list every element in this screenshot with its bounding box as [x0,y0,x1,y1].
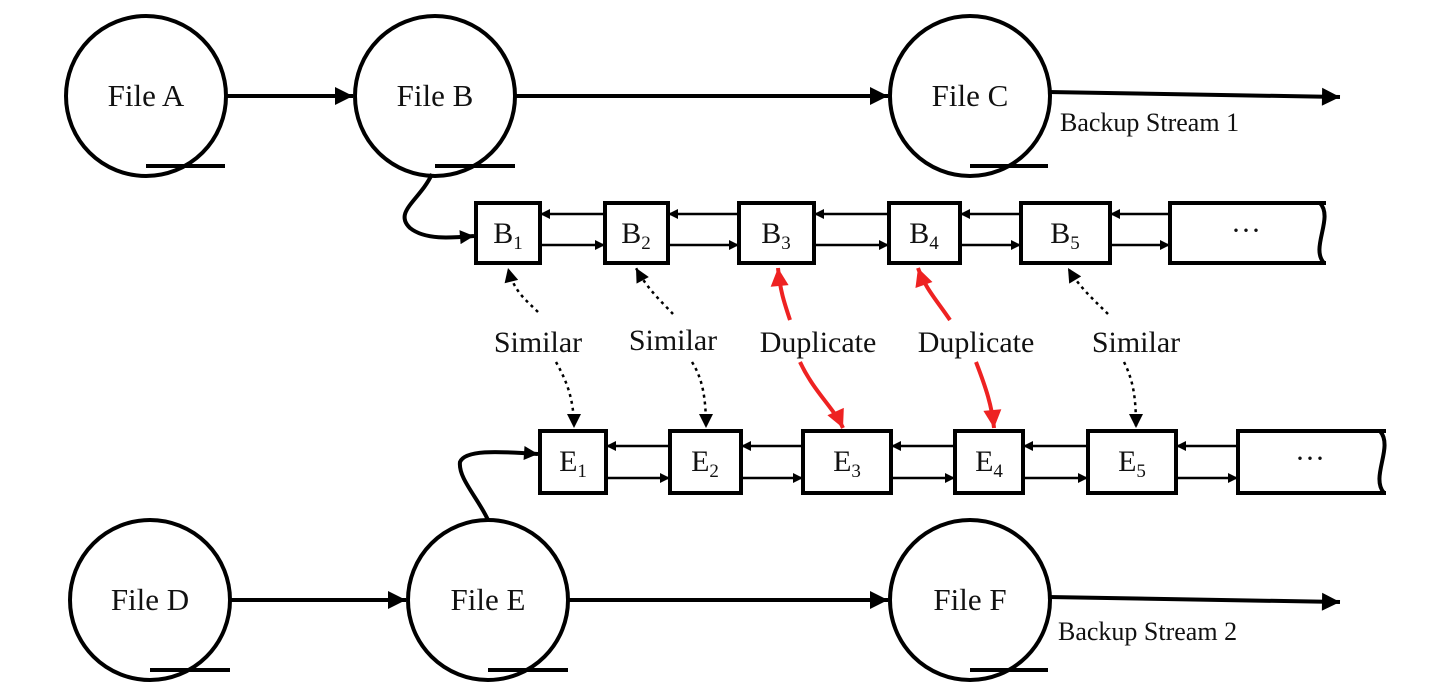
chunk-e1: E1 [538,429,608,495]
chunk-b4: B4 [887,201,962,265]
file-c-node: File C [888,14,1052,178]
chunk-e3: E3 [801,429,893,495]
file-d-label: File D [111,582,189,617]
stream-1-label: Backup Stream 1 [1060,108,1239,137]
chunk-e2-letter: E [691,445,709,478]
file-a-node: File A [64,14,228,178]
chunk-e-more-label: ··· [1295,442,1325,475]
chunk-e5-sub: 5 [1136,461,1146,482]
relation-2: Similar [629,267,717,429]
chunk-b4-sub: 4 [929,233,939,254]
chunk-b5: B5 [1019,201,1112,265]
chunk-b1-letter: B [493,217,513,250]
chunk-b1-sub: 1 [513,233,523,254]
relation-3: Duplicate [760,267,877,429]
chunk-e-more: ··· [1236,429,1387,495]
relation-5: Similar [1066,267,1180,429]
svg-text:E2: E2 [691,445,719,482]
chunk-e3-sub: 3 [851,461,861,482]
svg-text:E3: E3 [833,445,861,482]
file-e-label: File E [451,582,526,617]
relation-3-label: Duplicate [760,326,877,359]
chunk-b3-letter: B [761,217,781,250]
svg-text:B4: B4 [909,217,939,254]
stream-2-label: Backup Stream 2 [1058,617,1237,646]
chunk-row-b: B1 B2 B3 B4 B5 ··· [474,201,1327,265]
file-f-node: File F [888,518,1052,682]
chunk-e2-sub: 2 [709,461,719,482]
relation-4-arrow-down [974,361,1002,429]
relation-3-arrow-down [798,361,845,429]
relation-1-label: Similar [494,326,582,359]
chunk-b2-letter: B [621,217,641,250]
svg-text:B1: B1 [493,217,523,254]
chunk-b3: B3 [737,201,816,265]
chunk-row-e: E1 E2 E3 E4 E5 ··· [538,429,1387,495]
file-c-label: File C [932,78,1009,113]
chunk-e4-sub: 4 [993,461,1003,482]
chunk-e5-letter: E [1118,445,1136,478]
chunk-e1-sub: 1 [577,461,587,482]
chunk-b3-sub: 3 [781,233,791,254]
svg-text:E5: E5 [1118,445,1146,482]
relation-5-label: Similar [1092,326,1180,359]
stream-1-arrow [1047,87,1341,106]
chunk-b1: B1 [474,201,542,265]
chunk-e4: E4 [953,429,1025,495]
relation-3-arrow-up [770,267,792,321]
file-a-label: File A [108,78,185,113]
chunk-e2: E2 [668,429,743,495]
chunk-b5-sub: 5 [1070,233,1080,254]
relation-4: Duplicate [915,267,1035,429]
chunk-b-more: ··· [1168,201,1327,265]
stream-2-arrow [1047,592,1341,611]
file-d-node: File D [68,518,232,682]
file-f-label: File F [933,582,1006,617]
chunk-b2-sub: 2 [641,233,651,254]
file-e-chunk-link [457,446,539,521]
svg-text:B5: B5 [1050,217,1080,254]
file-b-node: File B [353,14,517,178]
svg-text:B3: B3 [761,217,791,254]
file-b-chunk-link [402,173,475,245]
file-b-label: File B [397,78,474,113]
relation-4-arrow-up [915,267,952,322]
relation-1: Similar [494,267,582,429]
relation-4-label: Duplicate [918,326,1035,359]
chunk-b5-letter: B [1050,217,1070,250]
chunk-e4-letter: E [975,445,993,478]
chunk-b4-letter: B [909,217,929,250]
chunk-b-more-label: ··· [1231,214,1261,247]
svg-text:E1: E1 [559,445,587,482]
svg-text:B2: B2 [621,217,651,254]
chunk-b2: B2 [603,201,670,265]
chunk-e1-letter: E [559,445,577,478]
file-e-node: File E [406,518,570,682]
chunk-e3-letter: E [833,445,851,478]
chunk-e5: E5 [1086,429,1178,495]
svg-text:E4: E4 [975,445,1003,482]
relation-2-label: Similar [629,324,717,357]
